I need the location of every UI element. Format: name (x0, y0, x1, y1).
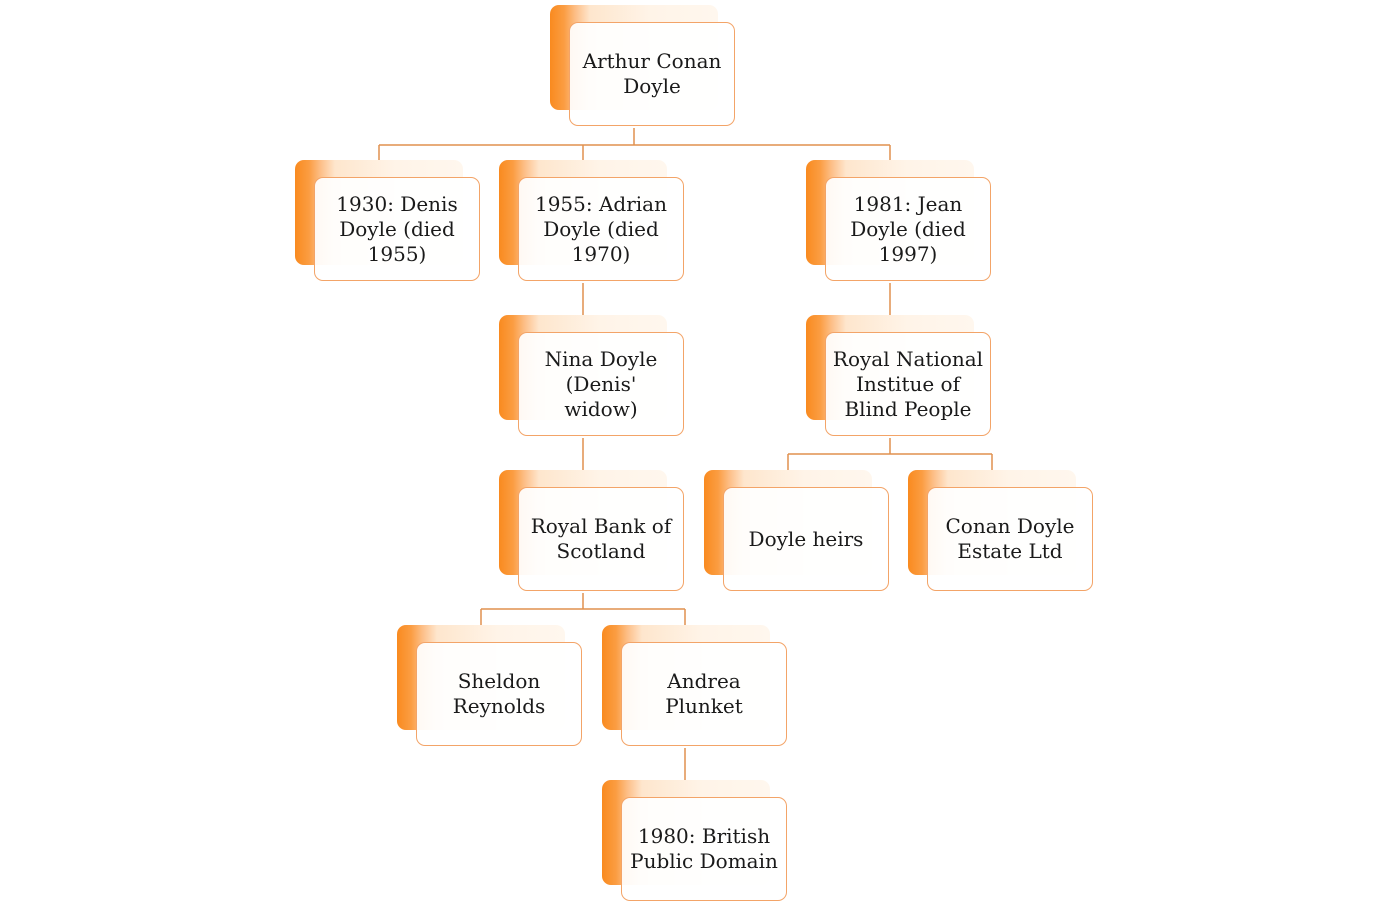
node-label: Doyle heirs (748, 526, 864, 551)
node-doyle-heirs: Doyle heirs (704, 470, 899, 595)
node-royal-bank-of-scotland: Royal Bank of Scotland (499, 470, 694, 595)
node-label: Sheldon Reynolds (452, 669, 546, 718)
node-royal-national-institute: Royal National Institue of Blind People (806, 315, 1001, 440)
node-sheldon-reynolds: Sheldon Reynolds (397, 625, 592, 750)
node-adrian-doyle: 1955: Adrian Doyle (died 1970) (499, 160, 694, 285)
node-denis-doyle: 1930: Denis Doyle (died 1955) (295, 160, 490, 285)
node-label: Royal National Institue of Blind People (832, 346, 984, 421)
node-british-public-domain: 1980: British Public Domain (602, 780, 797, 905)
node-label: Arthur Conan Doyle (582, 49, 722, 98)
node-label: Royal Bank of Scotland (530, 514, 672, 563)
node-conan-doyle-estate: Conan Doyle Estate Ltd (908, 470, 1103, 595)
node-label: 1955: Adrian Doyle (died 1970) (534, 191, 667, 266)
node-label: 1981: Jean Doyle (died 1997) (850, 191, 966, 266)
node-nina-doyle: Nina Doyle (Denis' widow) (499, 315, 694, 440)
node-jean-doyle: 1981: Jean Doyle (died 1997) (806, 160, 1001, 285)
node-andrea-plunket: Andrea Plunket (602, 625, 797, 750)
node-label: Nina Doyle (Denis' widow) (544, 346, 658, 421)
node-label: Andrea Plunket (665, 669, 743, 718)
node-label: 1930: Denis Doyle (died 1955) (336, 191, 458, 266)
node-label: 1980: British Public Domain (630, 824, 778, 873)
node-arthur-conan-doyle: Arthur Conan Doyle (550, 5, 745, 130)
node-label: Conan Doyle Estate Ltd (945, 514, 1075, 563)
